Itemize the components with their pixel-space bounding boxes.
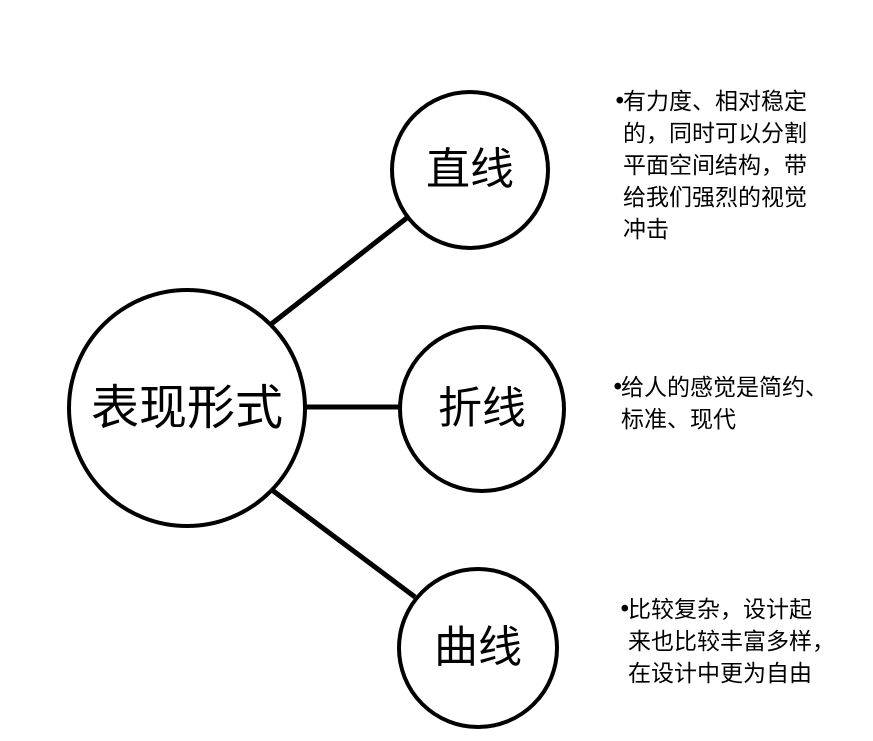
connector-curve: [270, 487, 417, 600]
branch-node-polyline: 折线: [398, 325, 566, 493]
description-line: 平面空间结构，带: [623, 153, 807, 179]
branch-node-label: 曲线: [434, 622, 522, 673]
branch-node-label: 折线: [438, 383, 526, 434]
description-polyline: • 给人的感觉是简约、 标准、现代: [611, 372, 828, 436]
description-line: 给我们强烈的视觉: [623, 185, 807, 211]
description-line: 来也比较丰富多样，: [628, 629, 835, 655]
bullet-icon: •: [618, 597, 632, 623]
bullet-icon: •: [613, 89, 627, 115]
branch-node-curve: 曲线: [397, 567, 559, 729]
description-line: 的，同时可以分割: [623, 121, 807, 147]
root-node: 表现形式: [67, 288, 307, 528]
description-line: 有力度、相对稳定: [623, 89, 807, 115]
description-line: 冲击: [623, 217, 669, 243]
branch-node-label: 直线: [426, 144, 514, 195]
description-line: 给人的感觉是简约、: [621, 375, 828, 401]
branch-node-straight: 直线: [390, 90, 550, 250]
bullet-icon: •: [611, 375, 625, 401]
description-line: 在设计中更为自由: [628, 661, 812, 687]
description-curve: • 比较复杂，设计起 来也比较丰富多样， 在设计中更为自由: [618, 594, 835, 690]
description-straight: • 有力度、相对稳定 的，同时可以分割 平面空间结构，带 给我们强烈的视觉 冲击: [613, 86, 807, 246]
root-node-label: 表现形式: [90, 380, 283, 436]
description-line: 比较复杂，设计起: [628, 597, 812, 623]
description-line: 标准、现代: [621, 407, 736, 433]
connector-straight: [268, 215, 410, 327]
